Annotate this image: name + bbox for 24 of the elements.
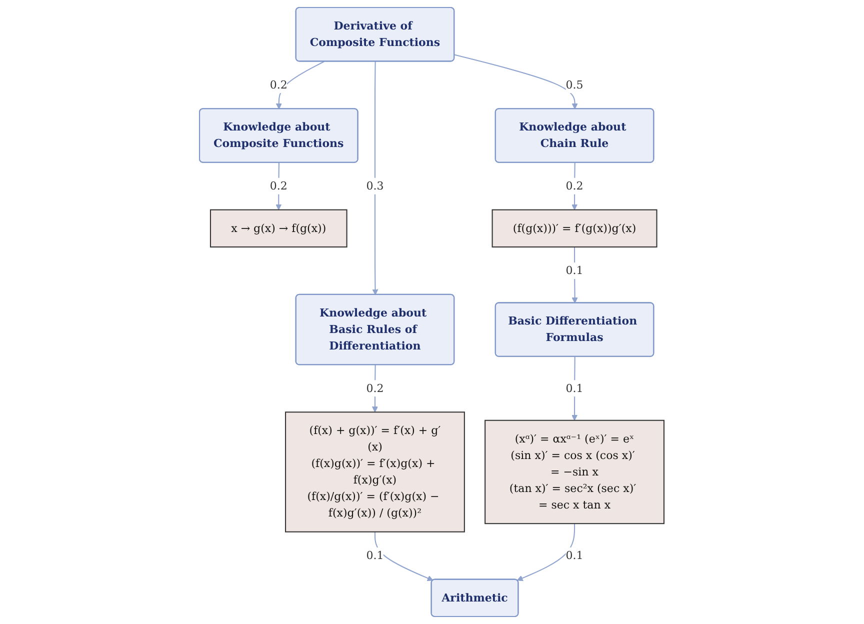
arrow (372, 364, 378, 412)
node-box: (f(x) + g(x))′ = f′(x) + g′(x) (f(x)g(x))′ = f′(x)g(x) + f(x)g′(x) (f(x)/g(x))′ = (f′(x)g(x) − f(x)g′(x)) / (g(x))² (285, 412, 466, 532)
arrow (372, 62, 379, 296)
edge-label: 0.5 (566, 78, 584, 92)
edge-label: 0.1 (566, 548, 584, 562)
arrow (517, 524, 576, 581)
arrow (454, 54, 578, 110)
node-box: (f(g(x)))′ = f′(g(x))g′(x) (492, 209, 658, 248)
arrow (374, 532, 434, 582)
edge-label: 0.1 (366, 548, 384, 562)
arrow (572, 246, 578, 304)
arrow (276, 61, 325, 110)
node-box: (xᵅ)′ = αxᵅ⁻¹ (eˣ)′ = eˣ (sin x)′ = cos x (cos x)′ = −sin x (tan x)′ = sec²x (sec x)′ = sec x tan x (484, 420, 665, 524)
arrow (572, 356, 578, 421)
edge-label: 0.1 (566, 264, 584, 277)
edge-label: 0.2 (566, 179, 584, 192)
node-box: x → g(x) → f(g(x)) (210, 209, 348, 248)
arrow (572, 162, 578, 210)
edge-label: 0.3 (366, 179, 384, 192)
edge-label: 0.2 (270, 179, 288, 192)
edge-label: 0.2 (366, 381, 384, 395)
arrow (276, 162, 282, 210)
edge-label: 0.1 (566, 381, 584, 395)
edge-label: 0.2 (270, 78, 288, 92)
